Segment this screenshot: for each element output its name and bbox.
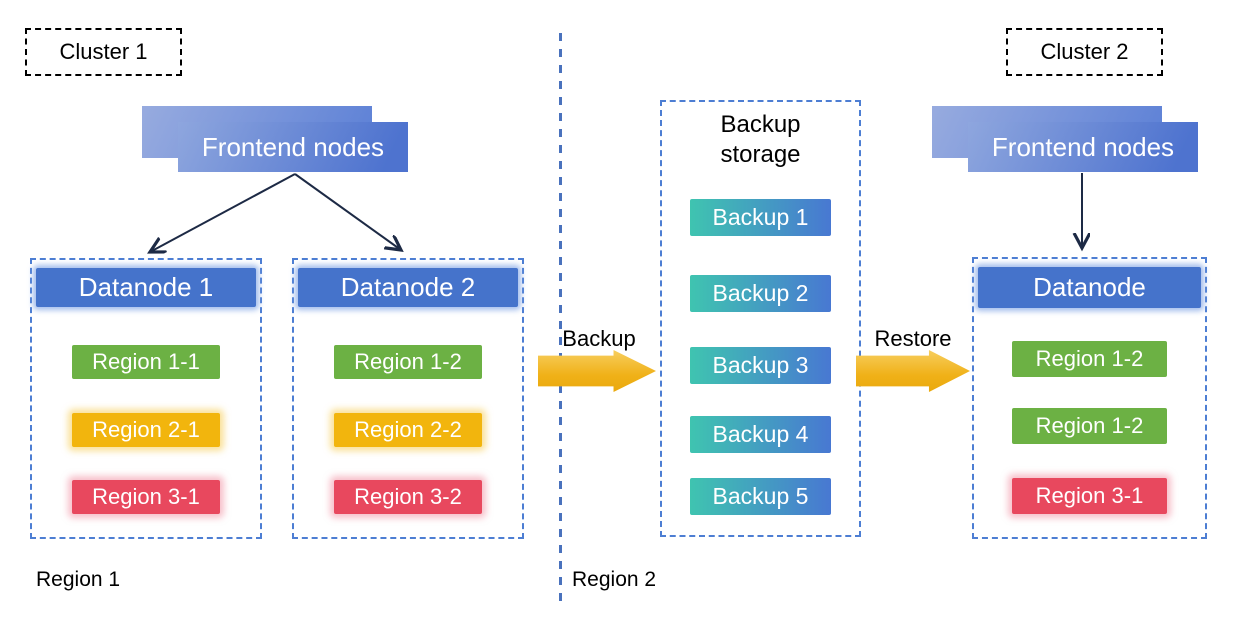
datanode1-header: Datanode 1	[36, 268, 256, 307]
backup-item-label: Backup 4	[712, 421, 809, 447]
region-label: Region 2-2	[354, 417, 462, 442]
datanode2-container: Datanode 2 Region 1-2 Region 2-2 Region …	[292, 258, 524, 539]
region-label: Region 2-1	[92, 417, 200, 442]
datanode1-container: Datanode 1 Region 1-1 Region 2-1 Region …	[30, 258, 262, 539]
region-box-1-1: Region 1-1	[72, 345, 220, 379]
region-box-3-2: Region 3-2	[334, 480, 482, 514]
restore-flow-arrow	[856, 350, 970, 392]
backup-item-2: Backup 2	[690, 275, 831, 312]
cluster2-datanode-container: Datanode Region 1-2 Region 1-2 Region 3-…	[972, 257, 1207, 539]
backup-item-label: Backup 3	[712, 352, 809, 378]
region-label: Region 1-2	[1035, 413, 1144, 438]
backup-item-3: Backup 3	[690, 347, 831, 384]
region-label: Region 1-2	[354, 349, 462, 374]
region-box-2-1: Region 2-1	[72, 413, 220, 447]
cluster1-frontend-label: Frontend nodes	[201, 131, 385, 162]
backup-flow-label: Backup	[562, 326, 636, 351]
region1-zone-label: Region 1	[36, 568, 121, 591]
backup-item-4: Backup 4	[690, 416, 831, 453]
region-box-3-1: Region 3-1	[72, 480, 220, 514]
cluster2-datanode-title: Datanode	[1033, 272, 1146, 302]
cluster2-datanode-header: Datanode	[978, 267, 1201, 308]
cluster1-label: Cluster 1	[59, 39, 148, 64]
region-box-restored-3: Region 3-1	[1012, 478, 1167, 514]
region-label: Region 1-1	[92, 349, 200, 374]
datanode2-title: Datanode 2	[340, 272, 476, 302]
backup-storage-title-line1: Backup	[720, 111, 801, 138]
backup-item-1: Backup 1	[690, 199, 831, 236]
region-label: Region 3-1	[1035, 483, 1144, 508]
backup-item-label: Backup 2	[712, 280, 809, 306]
datanode2-header: Datanode 2	[298, 268, 518, 307]
restore-flow-label: Restore	[874, 326, 952, 351]
cluster2-frontend-label: Frontend nodes	[991, 131, 1175, 162]
cluster1-label-box: Cluster 1	[25, 28, 182, 76]
region-divider-line	[559, 33, 562, 605]
backup-storage-title-line2: storage	[720, 141, 801, 168]
cluster1-frontend-nodes-box: Frontend nodes	[178, 122, 408, 172]
region-box-restored-2: Region 1-2	[1012, 408, 1167, 444]
cluster2-frontend-nodes-box: Frontend nodes	[968, 122, 1198, 172]
region-label: Region 1-2	[1035, 346, 1144, 371]
cluster2-label-box: Cluster 2	[1006, 28, 1163, 76]
region-box-2-2: Region 2-2	[334, 413, 482, 447]
backup-item-5: Backup 5	[690, 478, 831, 515]
region-label: Region 3-2	[354, 484, 462, 509]
region-box-restored-1: Region 1-2	[1012, 341, 1167, 377]
datanode1-title: Datanode 1	[78, 272, 214, 302]
cluster2-label: Cluster 2	[1040, 39, 1129, 64]
region-box-1-2: Region 1-2	[334, 345, 482, 379]
backup-storage-title: Backup storage	[662, 110, 859, 170]
arrow-frontend-to-datanode2	[294, 173, 401, 250]
backup-flow-arrow	[538, 350, 656, 392]
backup-item-label: Backup 5	[712, 483, 809, 509]
backup-storage-container: Backup storage Backup 1 Backup 2 Backup …	[660, 100, 861, 537]
region-label: Region 3-1	[92, 484, 200, 509]
backup-item-label: Backup 1	[712, 204, 809, 230]
region2-zone-label: Region 2	[572, 568, 657, 591]
arrow-frontend-to-datanode1	[150, 173, 296, 252]
